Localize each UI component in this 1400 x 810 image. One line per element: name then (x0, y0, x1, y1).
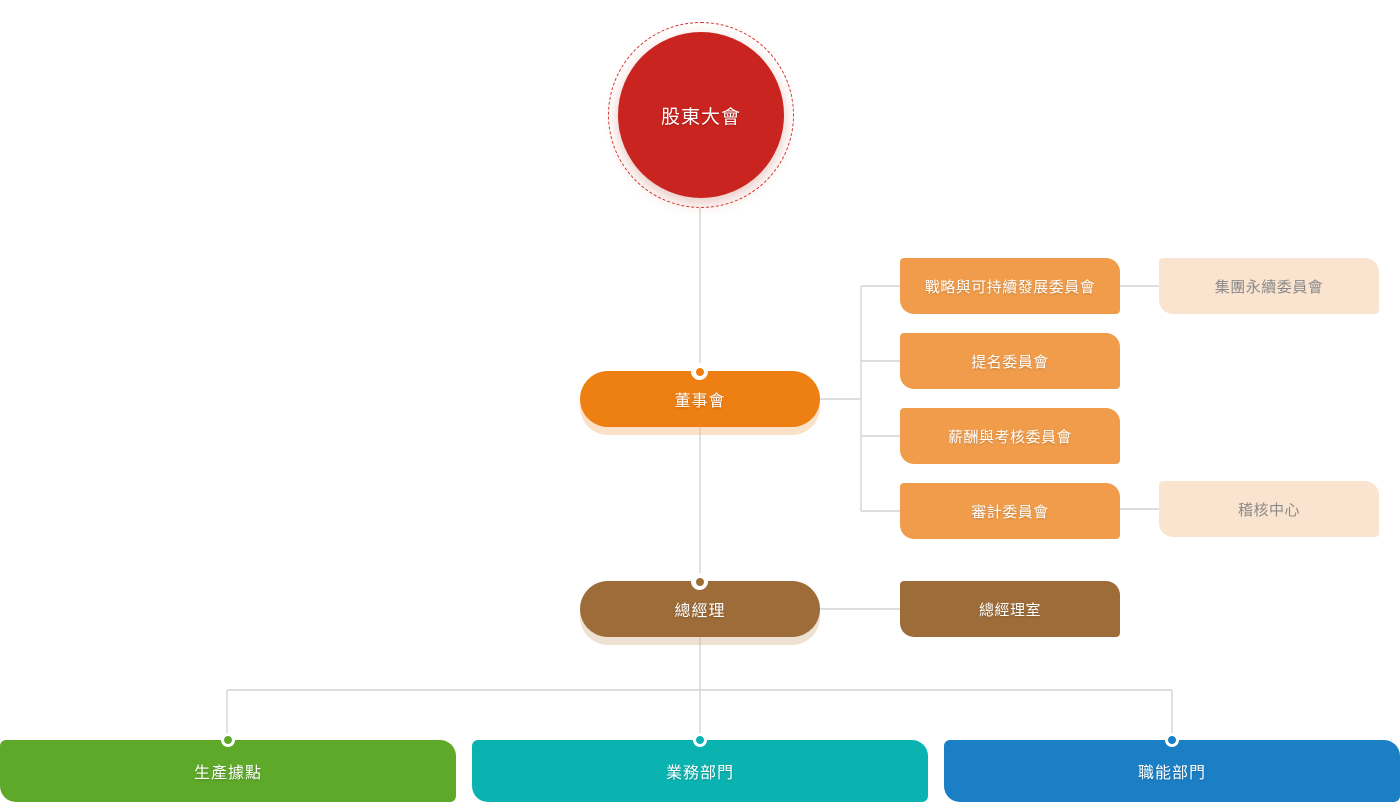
subunit-label: 集團永續委員會 (1214, 278, 1324, 296)
gm-office-label: 總經理室 (978, 601, 1041, 619)
functional-department-connector-dot (1165, 733, 1179, 747)
node-business-department[interactable]: 業務部門 (472, 740, 928, 802)
node-committee-nomination[interactable]: 提名委員會 (900, 333, 1120, 389)
node-shareholders-meeting[interactable]: 股東大會 (608, 22, 794, 208)
division-label: 職能部門 (1137, 765, 1206, 782)
node-committee-remuneration-assessment[interactable]: 薪酬與考核委員會 (900, 408, 1120, 464)
node-committee-strategy-sustainability[interactable]: 戰略與可持續發展委員會 (900, 258, 1120, 314)
dashed-ring-decoration (608, 22, 794, 208)
production-sites-connector-dot (221, 733, 235, 747)
node-committee-audit[interactable]: 審計委員會 (900, 483, 1120, 539)
shareholders-label: 股東大會 (660, 106, 741, 128)
business-department-connector-dot (693, 733, 707, 747)
board-label: 董事會 (674, 393, 726, 410)
division-label: 業務部門 (665, 765, 734, 782)
committee-label: 薪酬與考核委員會 (947, 428, 1072, 446)
gm-connector-dot (691, 573, 708, 590)
node-group-sustainability-committee[interactable]: 集團永續委員會 (1159, 258, 1379, 314)
gm-label: 總經理 (674, 603, 726, 620)
division-label: 生產據點 (193, 765, 262, 782)
node-board-of-directors[interactable]: 董事會 (580, 371, 820, 427)
board-connector-dot (691, 363, 708, 380)
node-audit-center[interactable]: 稽核中心 (1159, 481, 1379, 537)
committee-label: 提名委員會 (971, 353, 1049, 371)
node-production-sites[interactable]: 生產據點 (0, 740, 456, 802)
shareholders-circle: 股東大會 (618, 32, 784, 198)
committee-label: 戰略與可持續發展委員會 (924, 278, 1096, 296)
committee-label: 審計委員會 (971, 503, 1049, 521)
node-functional-department[interactable]: 職能部門 (944, 740, 1400, 802)
subunit-label: 稽核中心 (1237, 501, 1300, 519)
node-general-manager-office[interactable]: 總經理室 (900, 581, 1120, 637)
node-general-manager[interactable]: 總經理 (580, 581, 820, 637)
